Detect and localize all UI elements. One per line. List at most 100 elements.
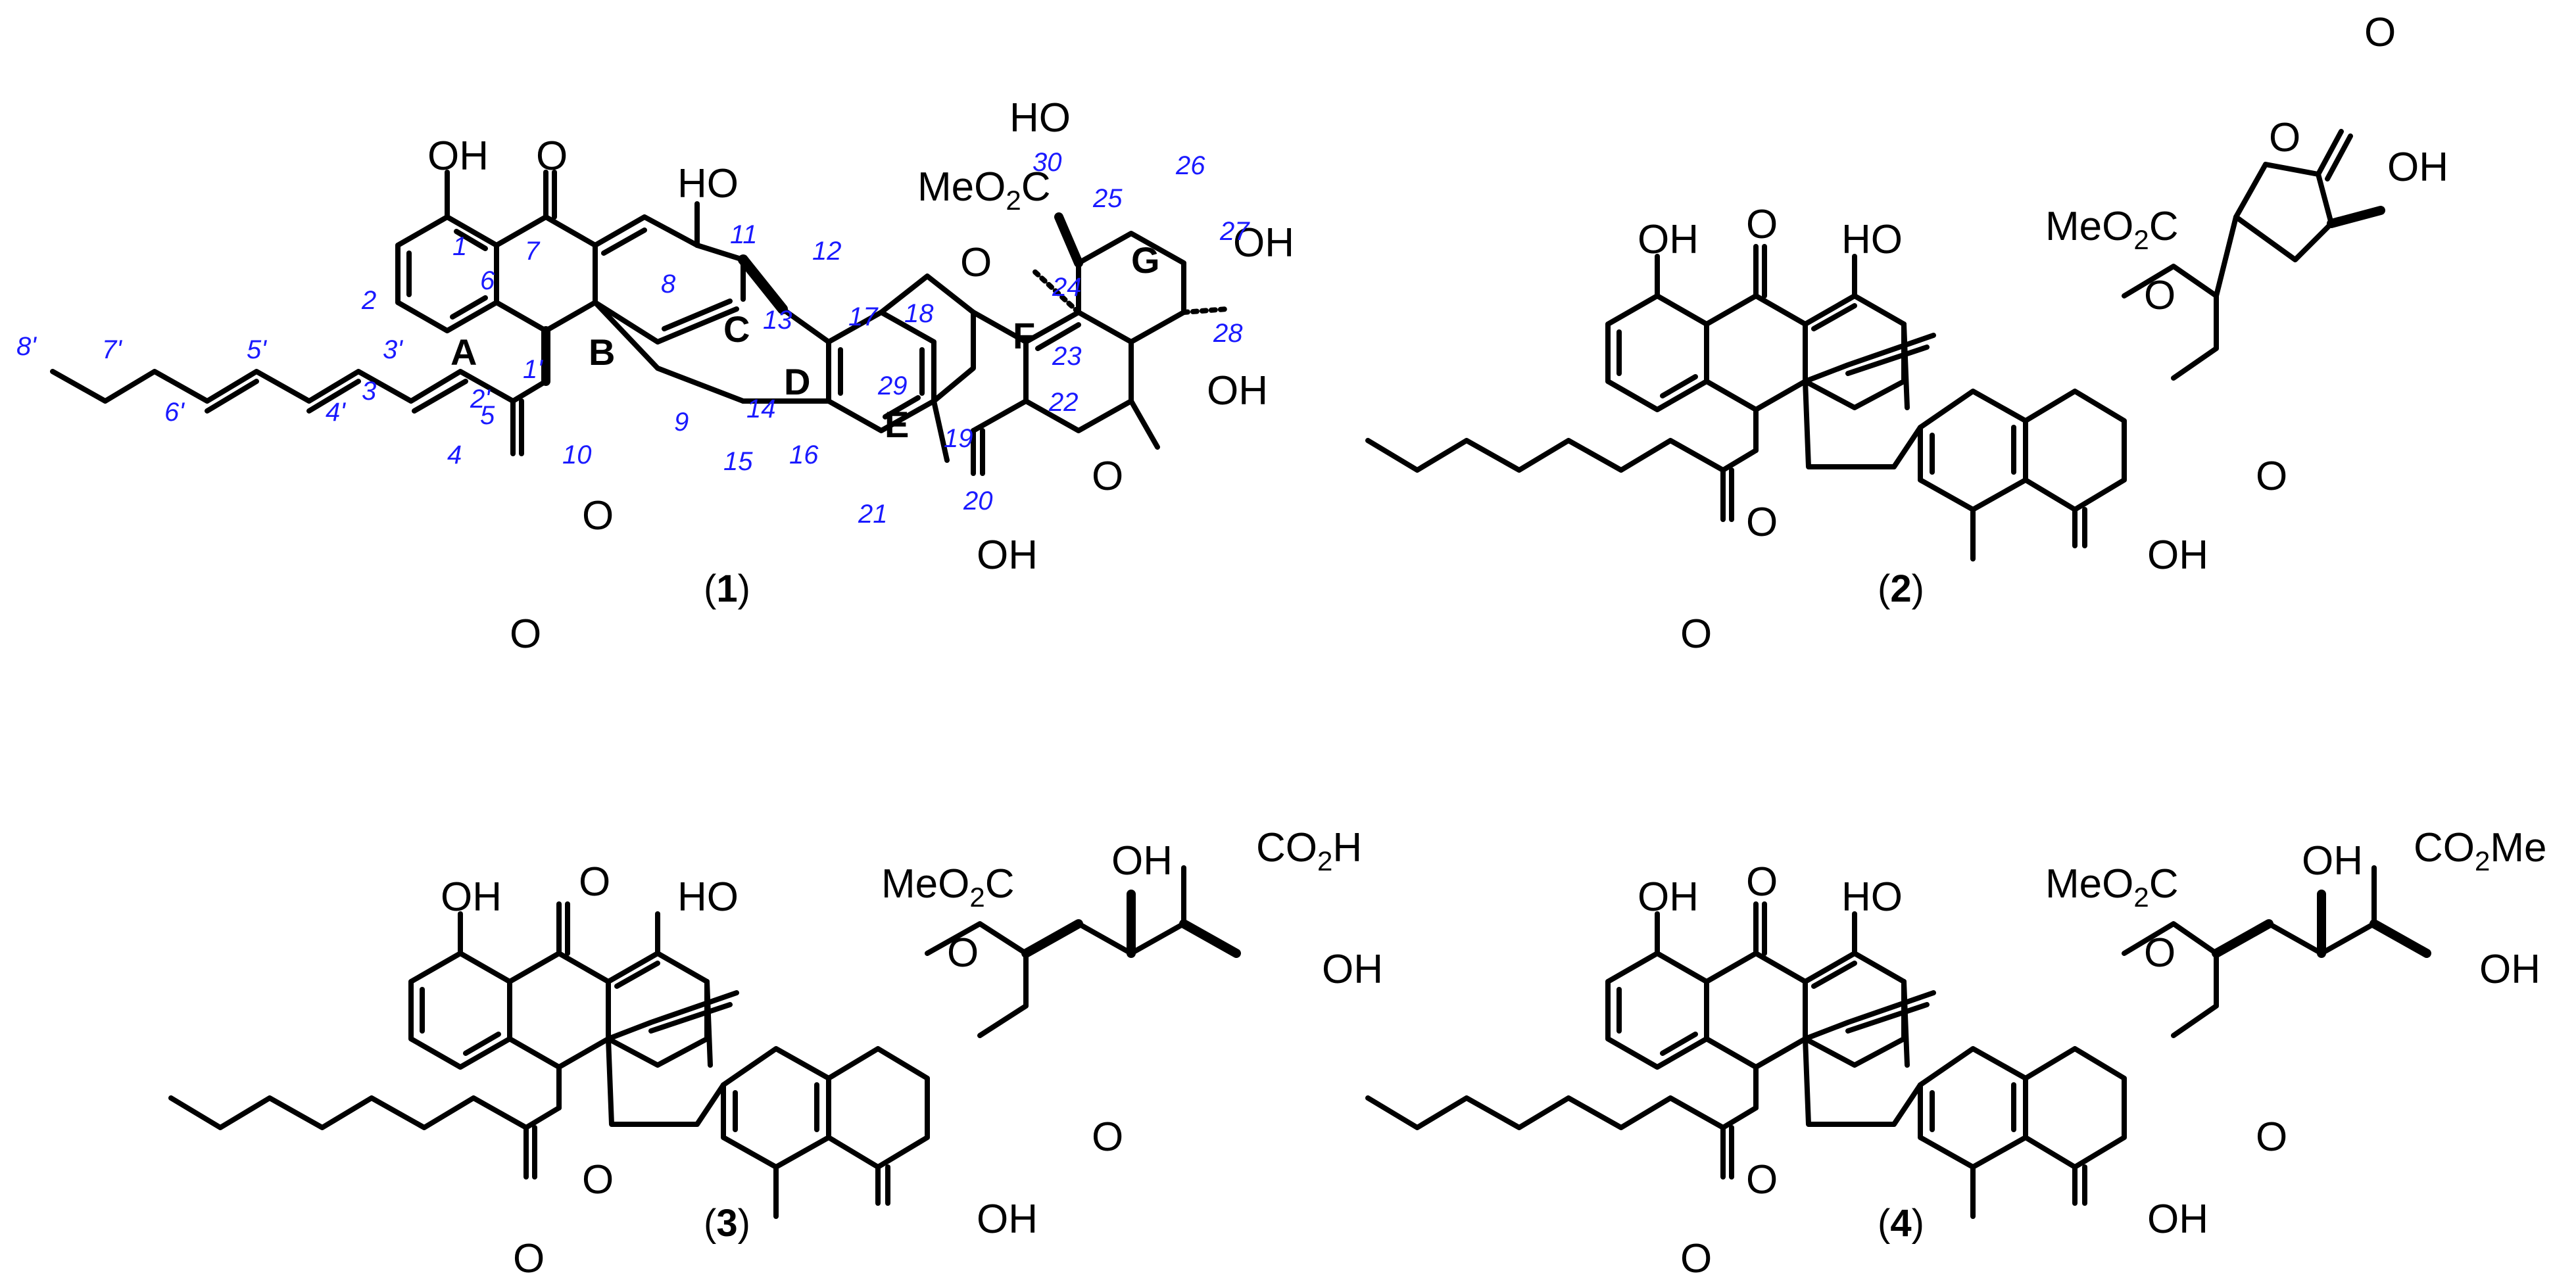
compound-4-oh-side2: OH (2479, 947, 2540, 992)
compound-4: OH O HO MeO2C O O OH OH CO2Me OH O O (4) (1368, 825, 2547, 1281)
svg-text:3: 3 (362, 377, 376, 406)
compound-1-ester-meo: MeO2C (917, 164, 1051, 216)
compound-3-oh-side: OH (1111, 838, 1173, 884)
compound-4-o-carbonyl: O (1680, 1236, 1712, 1281)
svg-text:6': 6' (164, 398, 185, 427)
compound-2-o-c7: O (1746, 202, 1778, 247)
svg-text:17: 17 (848, 302, 879, 331)
svg-text:14: 14 (746, 394, 776, 423)
svg-text:4': 4' (326, 398, 346, 427)
compound-1-o-carbonyl: O (510, 611, 541, 657)
ring-label-g: G (1131, 239, 1160, 281)
svg-text:27: 27 (1219, 217, 1250, 246)
svg-text:1: 1 (452, 232, 467, 261)
compound-3-o-c7: O (579, 859, 610, 905)
compound-2-label: (2) (1878, 567, 1924, 610)
svg-text:2': 2' (470, 385, 491, 414)
compound-2-ho: HO (1841, 217, 1903, 262)
svg-text:2: 2 (361, 286, 376, 315)
svg-text:1': 1' (523, 355, 543, 384)
compound-4-oh-c20: OH (2147, 1197, 2208, 1242)
svg-text:5': 5' (247, 335, 267, 364)
compound-2-oh-a: OH (1638, 217, 1699, 262)
compound-2-o-ring: O (2144, 273, 2175, 318)
compound-4-ester: MeO2C (2045, 861, 2179, 913)
svg-text:11: 11 (730, 220, 758, 249)
ring-label-d: D (784, 361, 810, 402)
svg-text:18: 18 (904, 299, 934, 328)
svg-text:7': 7' (102, 335, 122, 364)
svg-text:8': 8' (16, 332, 37, 361)
compound-3-o-ring: O (947, 930, 979, 976)
compound-4-o-ring: O (2144, 930, 2175, 976)
compound-3-label: (3) (704, 1202, 750, 1245)
compound-1-oh-c27: OH (1233, 220, 1294, 266)
svg-text:16: 16 (789, 441, 819, 469)
compound-4-ho: HO (1841, 874, 1903, 920)
compound-1-oh-c28: OH (1207, 368, 1268, 414)
compound-2-oh-lactone: OH (2387, 145, 2448, 190)
svg-text:28: 28 (1213, 319, 1243, 348)
ring-label-b: B (589, 331, 615, 373)
svg-text:23: 23 (1052, 342, 1082, 371)
compound-1-oh-c20: OH (977, 533, 1038, 578)
compound-1-o-c7: O (536, 133, 568, 179)
svg-text:7: 7 (525, 237, 541, 266)
compound-2-o-lactone-co: O (2364, 10, 2396, 55)
svg-text:9: 9 (674, 408, 689, 437)
compound-4-oh-a: OH (1638, 874, 1699, 920)
compound-3-ester: MeO2C (881, 861, 1015, 913)
svg-text:3': 3' (383, 335, 403, 364)
compound-4-ester2: CO2Me (2414, 825, 2547, 876)
compound-4-oh-side: OH (2302, 838, 2363, 884)
svg-text:5: 5 (480, 401, 495, 430)
compound-3-oh-c20: OH (977, 1197, 1038, 1242)
compound-4-o-c10: O (1746, 1157, 1778, 1203)
compound-4-label: (4) (1878, 1202, 1924, 1245)
ring-label-a: A (450, 331, 477, 373)
svg-text:20: 20 (963, 487, 993, 515)
compound-1-oh-c1: OH (427, 133, 489, 179)
compound-1-bonds (50, 170, 1229, 476)
svg-text:8: 8 (661, 270, 676, 298)
compound-1-label: (1) (704, 567, 750, 610)
svg-text:24: 24 (1052, 273, 1082, 302)
svg-text:26: 26 (1175, 151, 1205, 180)
ring-label-c: C (723, 308, 750, 350)
compound-3-ho: HO (677, 874, 739, 920)
compound-3-o-c22: O (1092, 1114, 1123, 1160)
compound-2-o-c22: O (2256, 454, 2287, 499)
svg-text:30: 30 (1033, 148, 1062, 177)
compound-1-ho-c11: HO (677, 161, 739, 206)
compound-2-oh-c20: OH (2147, 533, 2208, 578)
compound-1: OH O HO MeO2C HO OH O OH O OH O O A B C … (16, 95, 1294, 657)
compound-3: OH O HO MeO2C O O OH OH CO2H OH O O (3) (171, 825, 1383, 1281)
compound-3-o-carbonyl: O (513, 1236, 545, 1281)
svg-text:10: 10 (562, 441, 592, 469)
compound-2: OH O HO MeO2C O O OH O O OH O O (2) (1368, 10, 2448, 657)
svg-text:4: 4 (447, 441, 462, 469)
ring-label-f: F (1013, 315, 1035, 356)
compound-1-ho-c25: HO (1009, 95, 1071, 141)
ring-label-e: E (885, 404, 909, 445)
svg-text:13: 13 (763, 306, 792, 335)
compound-2-o-lactone: O (2269, 115, 2300, 160)
compound-3-o-c10: O (582, 1157, 614, 1203)
compound-1-o-ring-f: O (960, 240, 992, 285)
compound-3-acid: CO2H (1256, 825, 1362, 876)
svg-text:21: 21 (858, 500, 888, 529)
svg-text:19: 19 (944, 424, 973, 453)
compound-3-oh-side2: OH (1322, 947, 1383, 992)
svg-text:15: 15 (723, 447, 753, 476)
compound-2-ester: MeO2C (2045, 204, 2179, 255)
compound-3-oh-a: OH (441, 874, 502, 920)
compound-2-o-carbonyl: O (1680, 611, 1712, 657)
svg-text:25: 25 (1092, 184, 1123, 213)
compound-2-o-c10: O (1746, 500, 1778, 545)
svg-text:22: 22 (1048, 388, 1079, 417)
svg-text:12: 12 (812, 237, 842, 266)
svg-text:6: 6 (480, 266, 495, 295)
compound-1-o-c10: O (582, 493, 614, 538)
